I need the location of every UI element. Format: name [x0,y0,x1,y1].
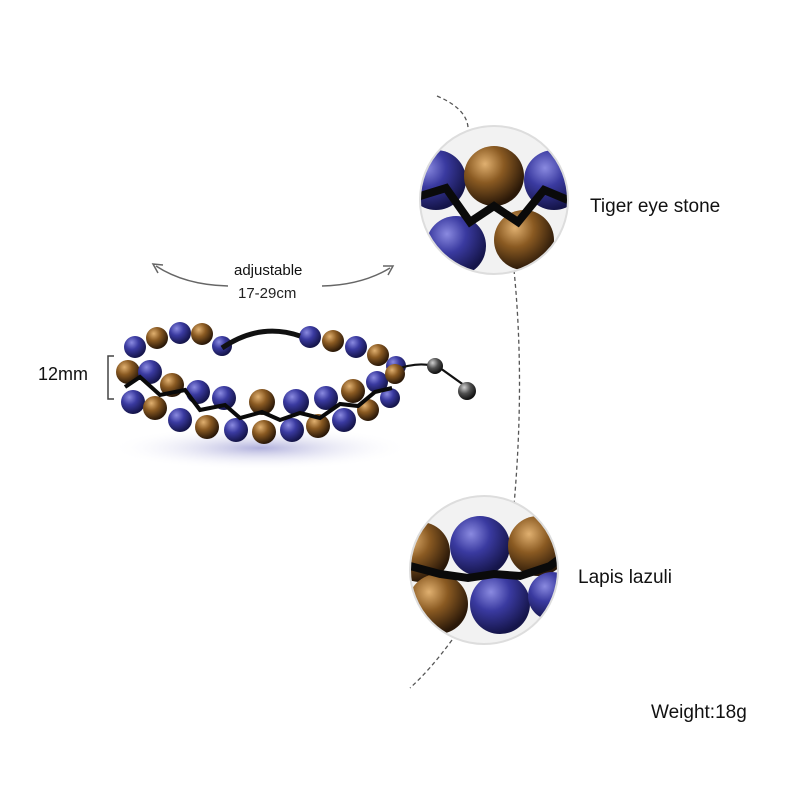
hematite-bead [458,382,476,400]
bead-width-label: 12mm [38,364,89,384]
adjust-arrow-left [155,265,229,287]
braided-cord [123,374,393,423]
bracelet-back-row [124,322,406,376]
hematite-bead [427,358,443,374]
arrowhead-icon [151,263,164,274]
tiger-eye-label: Tiger eye stone [590,196,721,217]
dashed-guide-line [513,269,521,506]
width-bracket [107,355,114,400]
tiger-eye-closeup [420,126,568,274]
size-range-label: 17-29cm [238,285,297,302]
bracelet-front-row [116,360,405,444]
lapis-lazuli-label: Lapis lazuli [578,567,672,588]
dashed-guide-line [409,639,453,689]
lapis-closeup [410,496,558,644]
braided-cord [220,328,301,351]
adjust-arrow-right [321,267,391,287]
dashed-guide-line [436,95,469,133]
adjustable-label: adjustable [234,262,303,279]
bracelet-shadow [110,426,410,470]
arrowhead-icon [383,265,395,276]
weight-label: Weight:18g [651,702,747,723]
